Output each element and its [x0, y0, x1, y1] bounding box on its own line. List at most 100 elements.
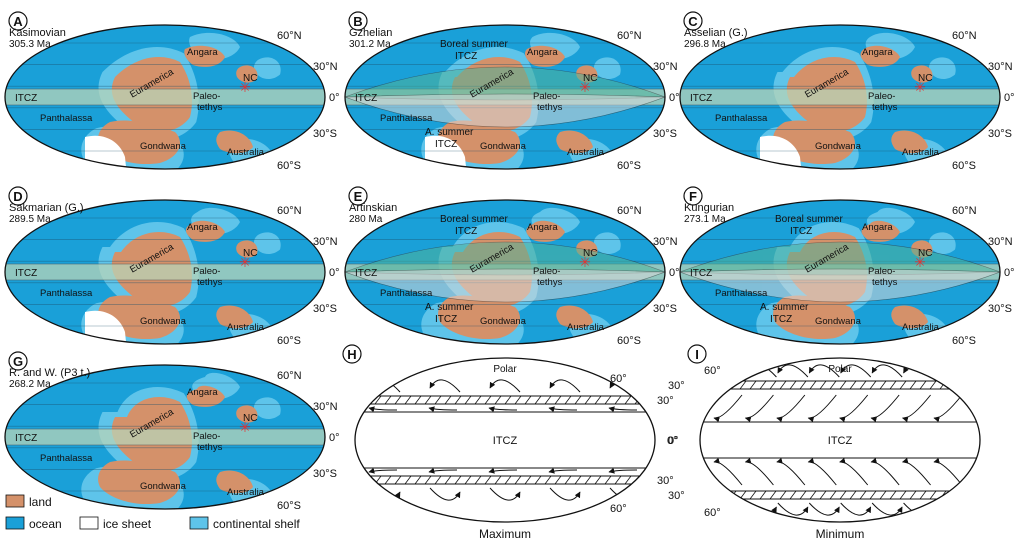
hatch-mark — [879, 380, 887, 390]
stage-name: Gzhelian — [349, 27, 392, 39]
hatch-mark — [829, 380, 837, 390]
arrow-icon — [901, 394, 931, 423]
land-mass — [216, 130, 253, 154]
hatch-mark — [700, 380, 707, 390]
land-mass — [185, 220, 225, 242]
paleo-label: Paleo- — [193, 431, 220, 442]
hatch-mark — [719, 490, 727, 500]
map-panel-d: ITCZPanthalassaGondwanaAustraliaAngaraEu… — [4, 186, 340, 347]
polar-label: Polar — [828, 364, 852, 375]
map-panel-g: ITCZPanthalassaGondwanaAustraliaAngaraEu… — [4, 351, 340, 512]
lat-60-label: 60° — [704, 365, 721, 377]
map-outline — [344, 24, 666, 170]
lat-60n-label: 60°N — [952, 205, 977, 217]
circulation-caption: Minimum — [816, 527, 865, 539]
angara-label: Angara — [187, 47, 218, 58]
hatch-mark — [899, 490, 907, 500]
itcz-label: ITCZ — [355, 93, 377, 104]
continental-shelf — [928, 57, 956, 80]
hatch-mark — [769, 490, 777, 500]
nc-marker-icon: ✳ — [914, 254, 926, 270]
lat-0-label: 0° — [329, 432, 340, 444]
land-mass — [236, 240, 258, 258]
tethys-label: tethys — [872, 277, 898, 288]
land-mass — [891, 130, 928, 154]
australia-label: Australia — [227, 147, 265, 158]
austral-summer-label: A. summer — [760, 302, 809, 313]
itcz-label: ITCZ — [828, 435, 853, 447]
lat-60n-label: 60°N — [952, 30, 977, 42]
angara-label: Angara — [187, 387, 218, 398]
hatch-mark — [869, 490, 877, 500]
hatch-mark — [524, 395, 532, 405]
land-mass — [891, 305, 928, 329]
continental-shelf — [253, 57, 281, 80]
lat-30s-label: 30°S — [313, 303, 337, 315]
hatch-mark — [404, 475, 412, 485]
hatch-mark — [564, 395, 572, 405]
austral-summer-itcz-label: ITCZ — [770, 314, 792, 325]
lat-60-label: 60° — [704, 507, 721, 519]
arrow-icon — [871, 502, 903, 516]
hatch-mark — [614, 475, 622, 485]
itcz-label: ITCZ — [690, 93, 712, 104]
stage-age: 273.1 Ma — [684, 214, 726, 225]
itcz-band — [5, 428, 325, 446]
gondwana-label: Gondwana — [480, 141, 527, 152]
australia-label: Australia — [567, 147, 605, 158]
arrow-icon — [933, 457, 963, 486]
panthalassa-label: Panthalassa — [40, 113, 93, 124]
hatch-mark — [574, 475, 582, 485]
lat-0-label: 0° — [668, 435, 679, 447]
nc-label: NC — [243, 413, 257, 424]
arrow-icon — [489, 379, 521, 393]
hatch-mark — [839, 490, 847, 500]
stage-age: 296.8 Ma — [684, 39, 726, 50]
land-mass — [556, 130, 593, 154]
arrow-icon — [608, 467, 638, 474]
hatch-mark — [819, 490, 827, 500]
hatch-mark — [584, 395, 592, 405]
hatch-mark — [799, 490, 807, 500]
panel-letter-badge — [8, 11, 28, 31]
tethys-label: tethys — [537, 102, 563, 113]
arrow-icon — [840, 364, 872, 378]
hatch-mark — [809, 380, 817, 390]
hatch-mark — [889, 490, 897, 500]
lat-0-label: 0° — [329, 267, 340, 279]
hatch-mark — [384, 475, 392, 485]
lat-30-label: 30° — [668, 490, 685, 502]
hatch-mark — [584, 475, 592, 485]
land-mass — [236, 65, 258, 83]
hatch-mark — [644, 475, 652, 485]
lat-30-label: 30° — [668, 380, 685, 392]
hatch-mark — [969, 380, 977, 390]
nc-label: NC — [583, 73, 597, 84]
tethys-label: tethys — [537, 277, 563, 288]
continental-shelf — [593, 57, 621, 80]
land-mass — [526, 220, 565, 242]
hatch-mark — [434, 395, 442, 405]
arrow-icon — [548, 467, 578, 474]
hatch-mark — [514, 395, 522, 405]
tethys-label: tethys — [197, 277, 223, 288]
panel-letter-badge — [8, 351, 28, 371]
panthalassa-label: Panthalassa — [380, 288, 433, 299]
lat-60s-label: 60°S — [617, 335, 641, 347]
australia-label: Australia — [902, 322, 940, 333]
nc-label: NC — [918, 73, 932, 84]
itcz-band — [5, 88, 325, 106]
arrow-icon — [548, 406, 578, 413]
austral-summer-itcz-label: ITCZ — [435, 139, 457, 150]
lat-30n-label: 30°N — [653, 61, 678, 73]
hatch-mark — [759, 380, 767, 390]
continental-shelf — [928, 232, 956, 255]
hatch-mark — [749, 380, 757, 390]
lat-30n-label: 30°N — [988, 61, 1013, 73]
lat-30s-label: 30°S — [988, 303, 1012, 315]
map-panel-f: ITCZPanthalassaGondwanaAustraliaAngaraEu… — [679, 186, 1015, 347]
hatch-mark — [799, 380, 807, 390]
panthalassa-label: Panthalassa — [40, 288, 93, 299]
